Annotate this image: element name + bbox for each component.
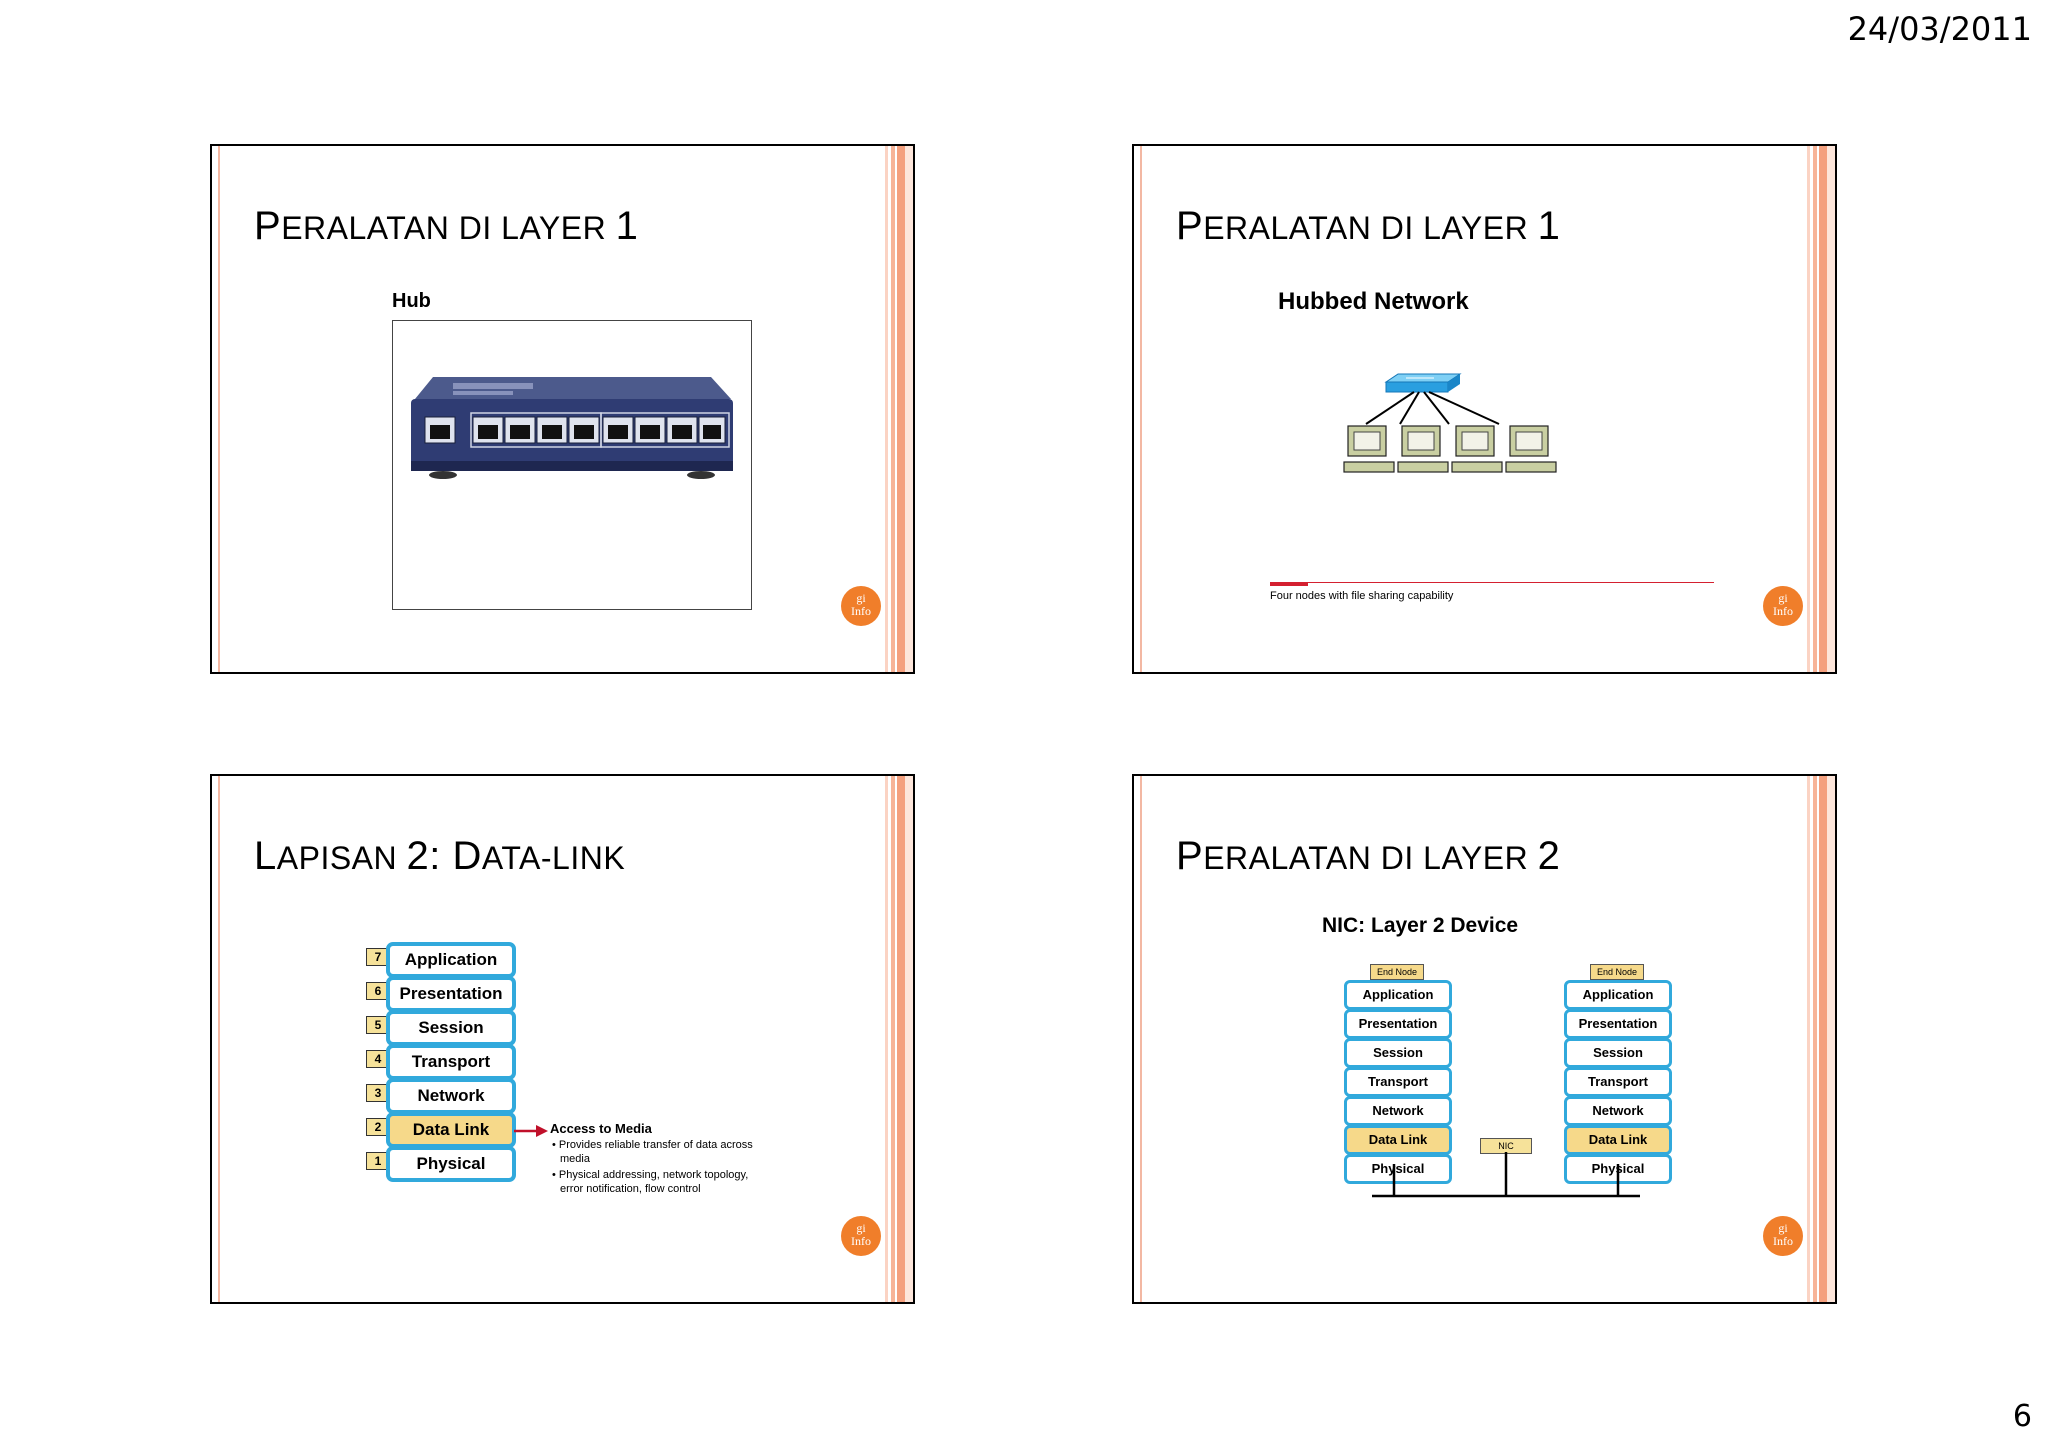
header-date: 24/03/2011 xyxy=(1847,10,2032,48)
slide-left-border xyxy=(218,776,220,1302)
end-node-label-left: End Node xyxy=(1370,964,1424,980)
hubbed-network-diagram xyxy=(1343,373,1557,473)
slide-hub: PERALATAN DI LAYER 1 Hub xyxy=(210,144,915,674)
stack-right-network: Network xyxy=(1564,1096,1672,1126)
note-title: Access to Media xyxy=(550,1121,652,1136)
slide-title: PERALATAN DI LAYER 1 xyxy=(1176,204,1561,248)
stack-left-session: Session xyxy=(1344,1038,1452,1068)
end-node-label-right: End Node xyxy=(1590,964,1644,980)
hub-subtitle: Hub xyxy=(392,290,431,312)
slide-right-stripes xyxy=(885,776,913,1302)
slide-hubbed-network: PERALATAN DI LAYER 1 Hubbed Network xyxy=(1132,144,1837,674)
slide-left-border xyxy=(1140,146,1142,672)
stack-left-application: Application xyxy=(1344,980,1452,1010)
note-bullet-1: • Provides reliable transfer of data acr… xyxy=(552,1139,753,1151)
stack-right-presentation: Presentation xyxy=(1564,1009,1672,1039)
stack-right-session: Session xyxy=(1564,1038,1672,1068)
note-bullet-1-cont: media xyxy=(560,1153,590,1165)
slide-left-border xyxy=(218,146,220,672)
slide-title: LAPISAN 2: DATA-LINK xyxy=(254,834,626,878)
caption-red-bar xyxy=(1270,582,1308,586)
hubbed-network-subtitle: Hubbed Network xyxy=(1278,288,1469,315)
hub-photo xyxy=(392,320,752,610)
slide-nic: PERALATAN DI LAYER 2 NIC: Layer 2 Device… xyxy=(1132,774,1837,1304)
slide-left-border xyxy=(1140,776,1142,1302)
nic-subtitle: NIC: Layer 2 Device xyxy=(1322,914,1519,937)
note-bullet-2-cont: error notification, flow control xyxy=(560,1183,701,1195)
slide-right-stripes xyxy=(885,146,913,672)
bus-wiring xyxy=(1372,1152,1640,1198)
stack-left-transport: Transport xyxy=(1344,1067,1452,1097)
slide-right-stripes xyxy=(1807,776,1835,1302)
note-bullet-2: • Physical addressing, network topology, xyxy=(552,1169,749,1181)
slide-title: PERALATAN DI LAYER 1 xyxy=(254,204,639,248)
stack-left-presentation: Presentation xyxy=(1344,1009,1452,1039)
stack-right-data-link: Data Link xyxy=(1564,1125,1672,1155)
slide-title: PERALATAN DI LAYER 2 xyxy=(1176,834,1561,878)
slide-right-stripes xyxy=(1807,146,1835,672)
stack-left-network: Network xyxy=(1344,1096,1452,1126)
network-caption: Four nodes with file sharing capability xyxy=(1270,590,1454,602)
stack-right-application: Application xyxy=(1564,980,1672,1010)
arrow-icon xyxy=(514,1125,548,1137)
page-number: 6 xyxy=(2012,1399,2032,1434)
stack-right-transport: Transport xyxy=(1564,1067,1672,1097)
caption-rule xyxy=(1270,582,1714,583)
stack-left-physical: Physical xyxy=(1344,1154,1452,1184)
stack-left-data-link: Data Link xyxy=(1344,1125,1452,1155)
